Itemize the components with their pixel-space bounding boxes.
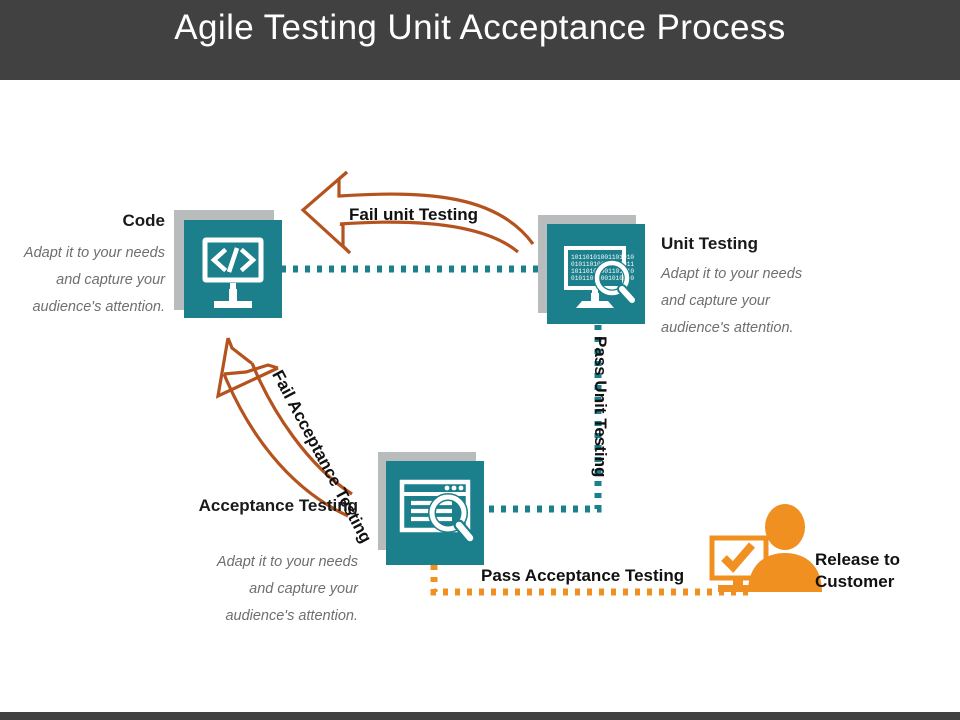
- node-unit-testing[interactable]: 10110101001101010 01011010010101011 1011…: [538, 215, 645, 324]
- footer-bar: [0, 712, 960, 720]
- connector-pass-acceptance-testing: [430, 565, 752, 596]
- binary-monitor-search-icon: 10110101001101010 01011010010101011 1011…: [564, 246, 637, 308]
- edge-label-pass-unit-testing: Pass Unit Testing: [591, 336, 610, 478]
- node-desc-unit-testing: Adapt it to your needs and capture your …: [661, 266, 803, 336]
- node-desc-code: Adapt it to your needs and capture your …: [23, 245, 165, 315]
- node-title-acceptance-testing: Acceptance Testing: [198, 496, 358, 515]
- connector-pass-unit-testing: [488, 325, 602, 513]
- node-title-unit-testing: Unit Testing: [661, 234, 758, 253]
- document-search-icon: [399, 479, 476, 544]
- node-title-release-to-customer: Release to Customer: [815, 550, 901, 591]
- header-bar: [0, 0, 960, 80]
- node-title-code: Code: [122, 211, 166, 230]
- code-monitor-icon: [202, 237, 264, 308]
- svg-text:10110101001101010: 10110101001101010: [571, 268, 634, 275]
- arrow-fail-acceptance-testing: [215, 337, 353, 518]
- arrow-fail-unit-testing: [300, 170, 535, 255]
- node-desc-acceptance-testing: Adapt it to your needs and capture your …: [216, 554, 358, 624]
- edge-label-pass-acceptance-testing: Pass Acceptance Testing: [481, 566, 685, 585]
- svg-text:10110101001101010: 10110101001101010: [571, 254, 634, 261]
- node-code[interactable]: [174, 210, 282, 318]
- page-title: Agile Testing Unit Acceptance Process: [174, 8, 786, 47]
- customer-monitor-check-icon: [709, 504, 822, 592]
- edge-label-fail-unit-testing: Fail unit Testing: [349, 205, 479, 224]
- svg-text:01011011001010110: 01011011001010110: [571, 275, 634, 282]
- node-acceptance-testing[interactable]: [378, 452, 484, 565]
- node-release-to-customer[interactable]: [709, 504, 822, 592]
